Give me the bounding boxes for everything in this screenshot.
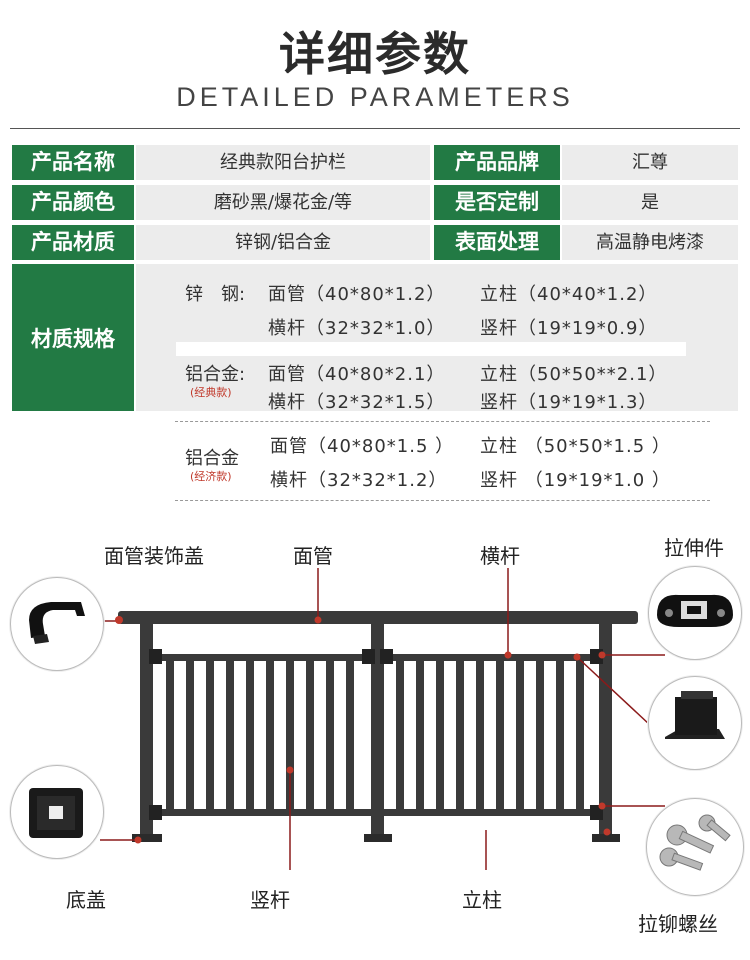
balusters (166, 661, 584, 809)
header-divider (10, 128, 740, 129)
baluster (306, 661, 314, 809)
baluster (416, 661, 424, 809)
spec-cell: 竖杆 （19*19*1.0 ） (480, 470, 671, 491)
bracket (149, 649, 162, 664)
caption-bracket: 拉伸件 (664, 536, 724, 560)
caption-base: 底盖 (66, 888, 106, 912)
spec-separator (176, 342, 686, 356)
baluster (536, 661, 544, 809)
caption-post: 立柱 (462, 888, 502, 912)
bracket-part (648, 566, 742, 660)
bracket (590, 805, 603, 820)
base-cap-part (10, 765, 104, 859)
spec-cell: 竖杆（19*19*0.9） (480, 318, 658, 339)
spec-background (136, 264, 738, 411)
baluster (186, 661, 194, 809)
baluster (266, 661, 274, 809)
param-value-material: 锌钢/铝合金 (136, 225, 430, 260)
param-value-finish: 高温静电烤漆 (562, 225, 738, 260)
caption-baluster: 竖杆 (250, 888, 290, 912)
baluster (166, 661, 174, 809)
param-label-name: 产品名称 (12, 145, 134, 180)
baluster (286, 661, 294, 809)
baluster (326, 661, 334, 809)
spec-cell: 竖杆（19*19*1.3） (480, 392, 658, 413)
baluster (496, 661, 504, 809)
spec-cell: 面管（40*80*1.5 ） (270, 436, 455, 457)
baluster (456, 661, 464, 809)
spec-cell: 面管（40*80*2.1） (268, 364, 446, 385)
bracket (362, 649, 375, 664)
rail-upper-right (384, 654, 599, 661)
baluster (246, 661, 254, 809)
spec-cell: 立柱（40*40*1.2） (480, 284, 658, 305)
spec-group-name: 铝合金: (185, 364, 246, 385)
param-label-material: 产品材质 (12, 225, 134, 260)
spec-divider (175, 421, 710, 422)
spec-group-name: 锌 钢: (185, 284, 246, 305)
marker-dots (115, 616, 611, 844)
baluster (396, 661, 404, 809)
spec-group-note: (经济款) (190, 470, 232, 483)
spec-divider (175, 500, 710, 501)
top-cap-part (10, 577, 104, 671)
caption-screw: 拉铆螺丝 (638, 912, 718, 936)
base-plate-middle (364, 834, 392, 842)
param-value-custom: 是 (562, 185, 738, 220)
spec-cell: 横杆（32*32*1.0） (268, 318, 446, 339)
screw-part (646, 798, 744, 896)
base-plate-left (132, 834, 162, 842)
spec-group-note: (经典款) (190, 386, 232, 399)
spec-cell: 立柱 （50*50*1.5 ） (480, 436, 671, 457)
param-label-color: 产品颜色 (12, 185, 134, 220)
post-middle (371, 624, 384, 840)
rail-lower-right (384, 809, 599, 816)
spec-cell: 横杆（32*32*1.5） (268, 392, 446, 413)
param-label-custom: 是否定制 (434, 185, 560, 220)
caption-top-cap: 面管装饰盖 (104, 544, 204, 568)
post-right (599, 624, 612, 840)
bracket (380, 649, 393, 664)
spec-cell: 横杆（32*32*1.2） (270, 470, 448, 491)
param-value-brand: 汇尊 (562, 145, 738, 180)
baluster (346, 661, 354, 809)
spec-cell: 立柱（50*50**2.1） (480, 364, 668, 385)
spec-cell: 面管（40*80*1.2） (268, 284, 446, 305)
caption-rail: 横杆 (480, 544, 520, 568)
baluster (436, 661, 444, 809)
base-plate-right (592, 834, 620, 842)
baluster (476, 661, 484, 809)
rail-lower-left (153, 809, 371, 816)
param-label-brand: 产品品牌 (434, 145, 560, 180)
post-left (140, 624, 153, 840)
caption-top-rail: 面管 (293, 544, 333, 568)
baluster (516, 661, 524, 809)
baluster (226, 661, 234, 809)
param-value-color: 磨砂黑/爆花金/等 (136, 185, 430, 220)
page-title: 详细参数 (279, 27, 471, 81)
param-label-finish: 表面处理 (434, 225, 560, 260)
bracket (149, 805, 162, 820)
param-value-name: 经典款阳台护栏 (136, 145, 430, 180)
top-rail (118, 611, 638, 624)
baluster (206, 661, 214, 809)
baluster (556, 661, 564, 809)
rail-upper-left (153, 654, 371, 661)
spec-label: 材质规格 (12, 264, 134, 411)
spec-group-name: 铝合金 (185, 448, 239, 469)
leader-lines (100, 568, 665, 870)
post-cap-part (648, 676, 742, 770)
baluster (576, 661, 584, 809)
page-subtitle: DETAILED PARAMETERS (176, 82, 574, 112)
